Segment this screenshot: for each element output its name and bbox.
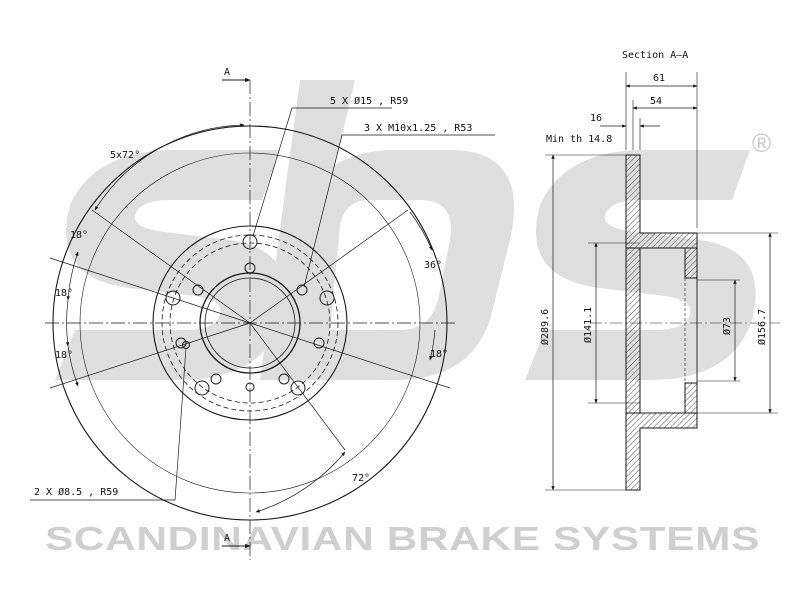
center-bore-chamfer xyxy=(204,277,296,369)
callout-small-holes: 2 X Ø8.5 , R59 xyxy=(34,486,118,498)
hub-step-inner xyxy=(169,242,331,404)
angle-label-18-c: 18° xyxy=(55,350,73,361)
disc-web-section xyxy=(625,247,641,414)
angle-line xyxy=(249,322,451,389)
dim-54: 54 xyxy=(650,96,662,107)
dia-156-7: Ø156.7 xyxy=(756,309,768,345)
angle-label-72: 72° xyxy=(352,473,370,484)
hub-step xyxy=(161,234,339,412)
hub-wall-upper xyxy=(684,247,698,279)
angle-label-18-d: 18° xyxy=(430,349,448,360)
registered-mark: ® xyxy=(752,128,771,158)
bolt-hole xyxy=(290,380,306,396)
dim-61: 61 xyxy=(653,73,665,84)
angle-line xyxy=(49,257,251,324)
angle-arc-18-right xyxy=(429,329,436,361)
thread-hole xyxy=(192,284,204,296)
leader-holes xyxy=(252,107,392,237)
angle-arc-5x72 xyxy=(94,123,245,211)
angle-arc-18-left3 xyxy=(67,345,79,387)
dia-141-1: Ø141.1 xyxy=(582,307,594,343)
section-label-top: A xyxy=(224,67,230,78)
leader-small xyxy=(30,347,187,501)
front-view xyxy=(30,77,495,560)
hub-wall-lower xyxy=(684,382,698,414)
thread-hole xyxy=(210,373,222,385)
angle-line xyxy=(49,322,251,389)
angle-line xyxy=(249,209,409,324)
angle-line xyxy=(249,322,346,451)
friction-ring-inner xyxy=(79,152,421,494)
thread-hole xyxy=(278,373,290,385)
thread-hole xyxy=(313,337,325,349)
bolt-hole xyxy=(194,380,210,396)
section-view xyxy=(545,72,780,491)
hub-outer xyxy=(152,225,348,421)
angle-label-5x72: 5x72° xyxy=(110,150,140,161)
dim-16: 16 xyxy=(590,113,602,124)
section-title: Section A–A xyxy=(622,50,688,61)
angle-arc-72 xyxy=(255,451,346,513)
angle-arc-18-left xyxy=(66,251,79,301)
angle-line xyxy=(91,209,251,324)
friction-ring-section-lower xyxy=(625,412,698,491)
small-hole xyxy=(245,382,255,392)
thread-hole xyxy=(175,337,187,349)
outer-disc-edge xyxy=(52,125,448,521)
angle-arc-18-left2 xyxy=(65,299,70,347)
angle-label-18-b: 18° xyxy=(55,288,73,299)
angle-arc-36 xyxy=(409,211,433,251)
thread-hole xyxy=(296,284,308,296)
brand-tagline: SCANDINAVIAN BRAKE SYSTEMS xyxy=(45,520,760,557)
bolt-hole xyxy=(165,290,181,306)
dia-73: Ø73 xyxy=(721,317,733,335)
angle-label-36: 36° xyxy=(424,260,442,271)
angle-label-18-a: 18° xyxy=(70,230,88,241)
dia-289-6: Ø289.6 xyxy=(539,309,551,345)
leader-threads xyxy=(303,134,495,288)
section-label-bottom: A xyxy=(224,533,230,544)
min-thickness: Min th 14.8 xyxy=(546,134,612,145)
bolt-hole xyxy=(242,234,258,250)
thread-hole xyxy=(244,262,256,274)
callout-threads: 3 X M10x1.25 , R53 xyxy=(364,123,472,134)
callout-holes: 5 X Ø15 , R59 xyxy=(330,95,408,107)
bolt-hole xyxy=(319,290,335,306)
